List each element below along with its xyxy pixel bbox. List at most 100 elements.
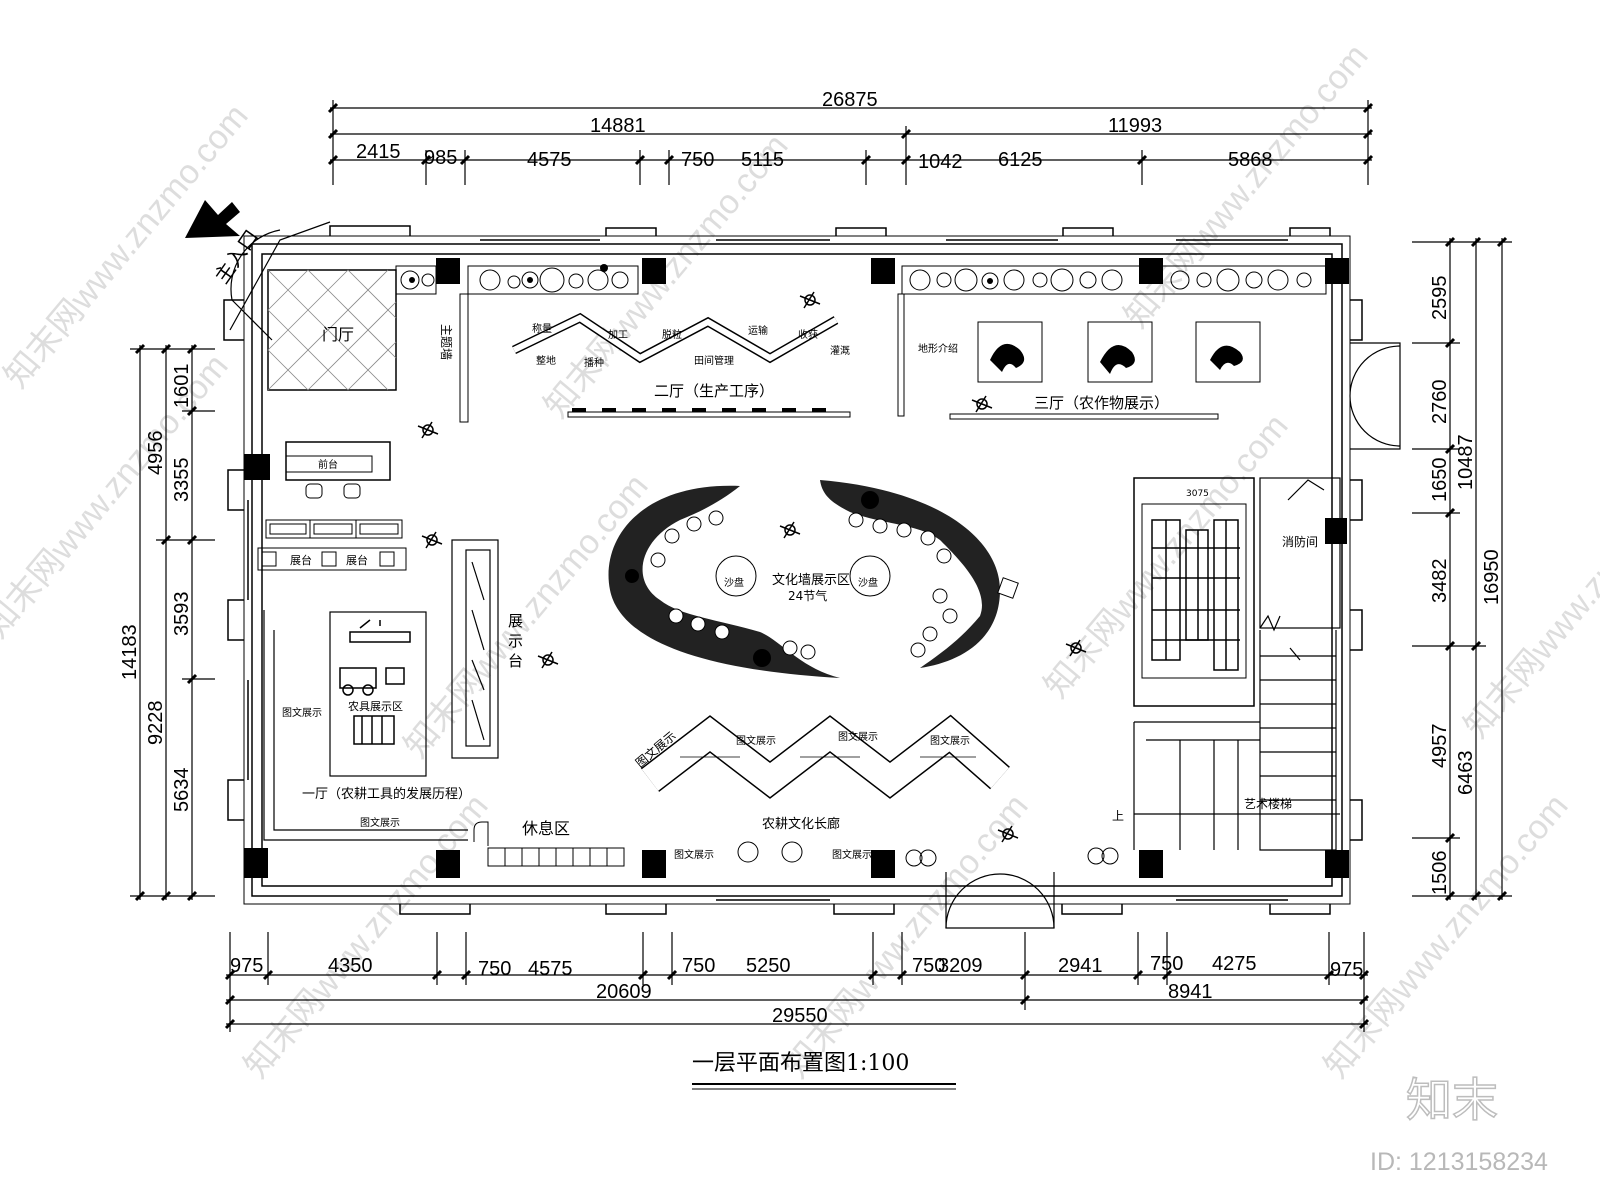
watermark: 知末网www.znzmo.com [1457, 447, 1600, 745]
dim-left-part: 5634 [171, 768, 193, 813]
hall2-step: 整地 [536, 354, 556, 367]
structural-columns [244, 258, 1349, 878]
dim-bottom-mid: 20609 [596, 981, 652, 1003]
dim-bottom-part: 975 [1330, 959, 1363, 981]
display-stand-char: 展 [508, 612, 523, 630]
hall3-label: 三厅（农作物展示） [1034, 394, 1169, 412]
dim-left-mid: 9228 [145, 701, 167, 746]
dim-bottom-mid: 8941 [1168, 981, 1213, 1003]
display-case-label: 展台 [346, 553, 368, 567]
tools-area: 农具展示区 [329, 611, 427, 777]
dim-top-part: 985 [424, 147, 457, 169]
model-width-label: 3075 [1186, 489, 1209, 499]
graphic-display-label: 图文展示 [674, 848, 714, 861]
dim-top-part: 5115 [741, 149, 784, 171]
dim-bottom-part: 4575 [528, 958, 573, 980]
hall2-step: 田间管理 [694, 354, 734, 367]
dim-right-part: 1506 [1429, 851, 1451, 896]
hall2-step: 播种 [584, 356, 604, 369]
hall-3: 地形介绍 三厅（农作物展示） [918, 321, 1261, 420]
entrance-arrow-icon [185, 200, 240, 238]
display-stand-char: 台 [508, 652, 523, 670]
hall2-step: 运输 [748, 324, 768, 337]
dim-bottom-part: 750 [682, 955, 715, 977]
hall2-step: 收获 [798, 328, 818, 341]
stair-up-label: 上 [1112, 809, 1124, 823]
dim-bottom-part: 4275 [1212, 953, 1257, 975]
hall2-step: 称量 [532, 322, 552, 335]
dim-left-part: 3355 [171, 458, 193, 503]
dim-top-part: 1042 [918, 151, 963, 173]
dim-left-outer: 14183 [119, 624, 141, 680]
fire-room-label: 消防间 [1282, 534, 1318, 549]
dimension-ticks [134, 102, 1508, 1030]
dim-top-right: 11993 [1108, 115, 1162, 137]
dim-bottom-part: 5250 [746, 955, 791, 977]
dim-bottom-part: 2941 [1058, 955, 1103, 977]
graphic-display-label: 图文展示 [360, 816, 400, 829]
fire-room-and-stair [1133, 477, 1341, 851]
planter-dots [409, 264, 993, 284]
dim-right-part: 1650 [1429, 458, 1451, 503]
rest-area-sofa [473, 821, 625, 867]
corridor-label: 农耕文化长廊 [762, 816, 840, 832]
dim-left-part: 1601 [171, 364, 193, 409]
building-walls [223, 225, 1363, 915]
dim-left-part: 3593 [171, 592, 193, 637]
graphic-display-label: 图文展示 [832, 848, 872, 861]
terrain-label: 地形介绍 [918, 342, 958, 355]
graphic-display-label: 图文展示 [282, 706, 322, 719]
display-cases [257, 519, 407, 571]
dim-bottom-part: 975 [230, 955, 263, 977]
dim-top-part: 5868 [1228, 149, 1273, 171]
side-door-right [1349, 342, 1401, 450]
stair-label: 艺术楼梯 [1244, 796, 1292, 811]
hall2-step: 加工 [608, 329, 628, 341]
watermark: 知末网www.znzmo.com [397, 467, 656, 765]
bottom-door [945, 872, 1055, 929]
hall2-step: 灌溉 [830, 344, 850, 357]
dim-right-part: 2760 [1429, 380, 1451, 425]
theme-wall: 主题墙 [439, 293, 469, 423]
theme-wall-label: 主题墙 [439, 324, 453, 360]
people-figures [417, 291, 1087, 843]
dim-top-part: 750 [681, 149, 714, 171]
watermark: 知末网www.znzmo.com [237, 787, 496, 1085]
dim-top-total: 26875 [822, 89, 878, 111]
dim-bottom-part: 4350 [328, 955, 373, 977]
dim-top-part: 2415 [356, 141, 401, 163]
dim-top-part: 6125 [998, 149, 1043, 171]
hall2-step: 脱粒 [662, 328, 682, 341]
display-case-label: 展台 [290, 553, 312, 567]
reception-label: 前台 [318, 458, 338, 471]
hall-1-walls [263, 539, 499, 841]
graphic-display-label: 图文展示 [838, 730, 878, 743]
sand-table-label: 沙盘 [724, 576, 744, 589]
graphic-display-label: 图文展示 [736, 734, 776, 747]
brand-id: ID: 1213158234 [1370, 1148, 1548, 1176]
watermark: 知末网www.znzmo.com [1317, 787, 1576, 1085]
graphic-display-label: 图文展示 [930, 734, 970, 747]
dim-bottom-part: 3209 [938, 955, 983, 977]
dim-top-part: 4575 [527, 149, 572, 171]
hall2-label: 二厅（生产工序） [654, 382, 774, 400]
sand-table-label: 沙盘 [858, 576, 878, 589]
zigzag-graphic-display [640, 714, 1010, 799]
watermark: 知末网www.znzmo.com [537, 127, 796, 425]
planter-strip [395, 265, 1327, 295]
drawing-title: 一层平面布置图1:100 [692, 1051, 909, 1076]
watermark: 知末网www.znzmo.com [0, 97, 256, 395]
hall-2: 称量 整地 播种 加工 脱粒 田间管理 运输 收获 灌溉 二厅（生产工序） [512, 293, 905, 418]
dim-right-part: 2595 [1429, 276, 1451, 321]
dim-right-part: 4957 [1429, 724, 1451, 769]
culture-wall-label: 文化墙展示区 [772, 573, 850, 588]
solar-terms-label: 24节气 [788, 588, 827, 603]
watermark: 知末网www.znzmo.com [0, 347, 236, 645]
watermark-layer: 知末网www.znzmo.com 知末网www.znzmo.com 知末网www… [0, 37, 1600, 1085]
dim-right-part: 3482 [1429, 559, 1451, 604]
dim-top-left: 14881 [590, 115, 646, 137]
dim-right-mid: 10487 [1455, 434, 1477, 490]
foyer-label: 门厅 [322, 325, 354, 344]
tools-area-label: 农具展示区 [348, 699, 403, 713]
